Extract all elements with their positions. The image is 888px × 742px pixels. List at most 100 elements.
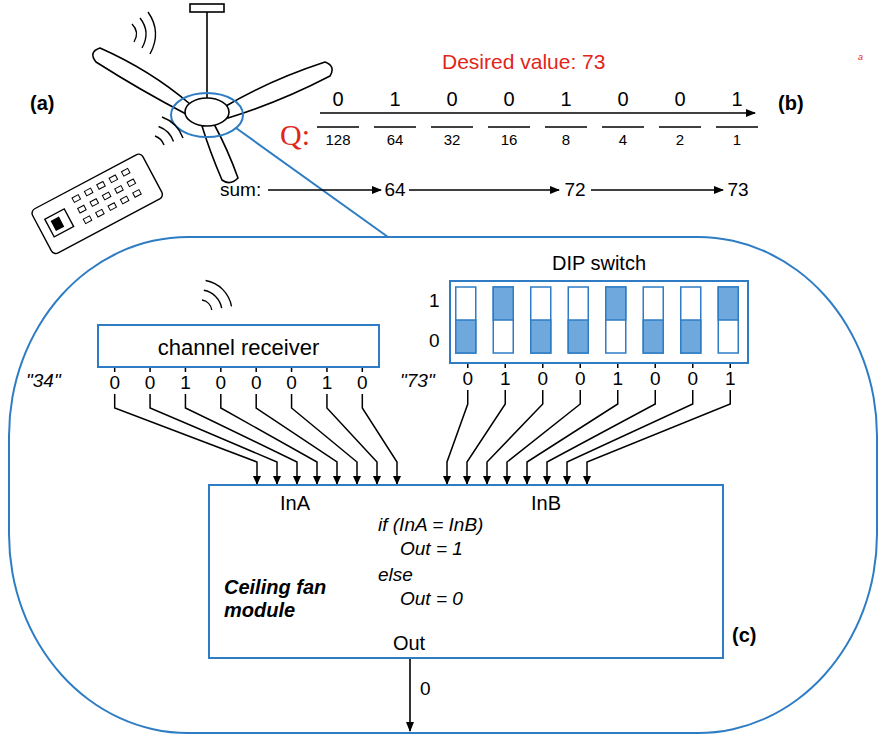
partial-sum: 73 xyxy=(727,179,748,201)
signal-wire xyxy=(547,364,655,484)
dip-lever xyxy=(531,320,551,353)
remote-body xyxy=(30,152,164,255)
remote-key xyxy=(72,195,81,203)
question-label: Q: xyxy=(280,118,310,153)
bit-underline xyxy=(659,126,701,128)
bit-underline xyxy=(545,126,587,128)
bit-weight: 16 xyxy=(501,131,518,148)
bit-underline xyxy=(431,126,473,128)
remote-key xyxy=(108,203,117,211)
dip-slot xyxy=(493,287,513,353)
dip-switches xyxy=(456,287,739,353)
dip-lever xyxy=(643,320,663,353)
wire-bit: 0 xyxy=(573,368,588,390)
dip-slot xyxy=(456,287,476,353)
dip-lever xyxy=(456,320,476,353)
figure-label: (b) xyxy=(778,92,804,115)
port-name: InA xyxy=(280,492,310,515)
remote-key xyxy=(133,190,142,198)
sound-waves xyxy=(132,12,156,54)
sound-wave xyxy=(162,117,183,138)
sum-arrow xyxy=(591,189,723,190)
wire-bit: 1 xyxy=(178,372,193,394)
remote-key xyxy=(90,199,99,207)
signal-wire xyxy=(567,364,693,484)
wire-bit: 0 xyxy=(648,368,663,390)
signal-wire xyxy=(256,368,337,484)
bit-value: 0 xyxy=(674,88,685,111)
output-arrow xyxy=(409,656,411,731)
bit-underline xyxy=(317,126,359,128)
signal-wire xyxy=(115,368,257,484)
signal-wire xyxy=(150,368,277,484)
wire-bit: 0 xyxy=(284,372,299,394)
bit-weight: 32 xyxy=(444,131,461,148)
remote-key xyxy=(84,188,93,196)
dip-lever xyxy=(681,320,701,353)
bit-value: 1 xyxy=(731,88,742,111)
remote-key xyxy=(102,192,111,200)
bit-value: 0 xyxy=(446,88,457,111)
bit-weight: 64 xyxy=(387,131,404,148)
fan-rod xyxy=(206,12,208,100)
bus-value: "73" xyxy=(400,370,435,392)
switch-level: 0 xyxy=(429,330,440,352)
wire-bit: 0 xyxy=(460,368,475,390)
sound-wave xyxy=(206,281,232,307)
wire-bit: 1 xyxy=(723,368,738,390)
receiver-box: channel receiver xyxy=(97,324,380,368)
bit-value: 1 xyxy=(560,88,571,111)
box-title: channel receiver xyxy=(99,335,378,360)
remote-button xyxy=(52,218,64,231)
sound-waves xyxy=(155,117,183,145)
bit-weight: 128 xyxy=(325,131,350,148)
fan-mount xyxy=(190,4,224,12)
dip-slot xyxy=(718,287,738,353)
code-line: if (InA = InB) xyxy=(378,514,483,536)
sound-wave xyxy=(202,300,212,310)
remote-control xyxy=(30,152,164,255)
port-name: Out xyxy=(393,632,425,655)
dip-lever xyxy=(493,287,513,320)
sound-wave xyxy=(140,18,146,48)
dip-slot xyxy=(606,287,626,353)
bit-value: 0 xyxy=(617,88,628,111)
dip-slot xyxy=(568,287,588,353)
code-line: else xyxy=(378,564,413,586)
dip-lever xyxy=(606,287,626,320)
dip-slot xyxy=(643,287,663,353)
wire-bit: 0 xyxy=(214,372,229,394)
annotation: Desired value: 73 xyxy=(442,50,605,74)
partial-sum: 72 xyxy=(564,179,585,201)
fan-blade xyxy=(202,124,238,183)
system-outline: (c)channel receiverDIP switchInAInBif (I… xyxy=(8,236,878,734)
wire-bit: 0 xyxy=(143,372,158,394)
bit-order-arrow xyxy=(320,112,755,114)
box-heading: DIP switch xyxy=(451,252,747,275)
wire-bit: 1 xyxy=(498,368,513,390)
signal-wire xyxy=(327,368,377,484)
bit-value: 0 xyxy=(332,88,343,111)
bit-underline xyxy=(716,126,758,128)
marginal-mark: a xyxy=(858,52,863,62)
sound-waves xyxy=(202,281,232,311)
remote-key xyxy=(120,196,129,204)
figure-label: (c) xyxy=(732,624,756,647)
wire-bit: 0 xyxy=(535,368,550,390)
remote-key xyxy=(78,205,87,213)
sum-arrows xyxy=(268,189,723,190)
bus-value: "34" xyxy=(26,370,61,392)
figure-label: (a) xyxy=(30,92,54,115)
sound-wave xyxy=(132,24,137,42)
dip-switch-box: DIP switch xyxy=(449,280,749,364)
signal-wire xyxy=(292,368,357,484)
bit-value: 0 xyxy=(503,88,514,111)
output-value: 0 xyxy=(420,678,431,700)
wire-bit: 1 xyxy=(610,368,625,390)
signal-wire xyxy=(221,368,317,484)
remote-key xyxy=(115,186,124,194)
bit-weight: 8 xyxy=(562,131,570,148)
sum-arrow xyxy=(409,189,559,190)
bit-weight: 4 xyxy=(619,131,627,148)
wire-bit: 1 xyxy=(320,372,335,394)
